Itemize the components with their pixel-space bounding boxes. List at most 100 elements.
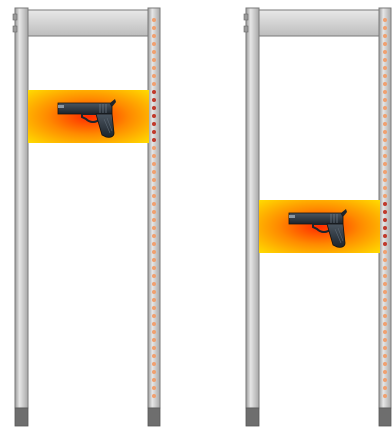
led-dot [383,306,387,310]
led-dot [383,194,387,198]
led-dot [383,266,387,270]
led-dot [152,50,156,54]
led-dot [152,202,156,206]
led-dot [152,218,156,222]
led-dot [383,242,387,246]
led-dot [383,354,387,358]
led-dot [152,82,156,86]
led-dot [383,290,387,294]
led-dot [383,146,387,150]
led-dot [383,362,387,366]
led-dot [383,90,387,94]
led-dot [152,18,156,22]
led-dot [383,298,387,302]
gate-left [13,8,160,426]
led-dot [383,122,387,126]
led-dot [383,394,387,398]
led-dot [152,138,156,142]
led-dot [152,66,156,70]
led-dot [152,146,156,150]
led-dot [383,378,387,382]
led-dot [152,346,156,350]
led-dot [383,170,387,174]
led-dot [152,154,156,158]
led-dot [152,306,156,310]
led-dot [383,258,387,262]
led-dot [383,50,387,54]
led-dot [152,186,156,190]
led-dot [152,178,156,182]
led-dot [152,362,156,366]
led-dot [152,378,156,382]
led-dot [152,234,156,238]
led-dot [152,274,156,278]
led-dot [383,234,387,238]
led-dot [152,34,156,38]
led-dot [152,106,156,110]
led-dot [383,138,387,142]
led-dot [383,202,387,206]
led-dot [152,386,156,390]
led-dot [383,58,387,62]
led-dot [152,266,156,270]
led-dot [152,322,156,326]
led-dot [383,210,387,214]
led-dot [383,370,387,374]
led-dot [152,26,156,30]
led-dot [152,162,156,166]
led-dot [152,130,156,134]
led-dot [152,370,156,374]
led-dot [152,74,156,78]
led-dot [383,34,387,38]
led-dot [152,114,156,118]
led-dot [152,298,156,302]
led-dot [383,386,387,390]
led-dot [383,162,387,166]
led-dot [152,354,156,358]
led-dot [152,290,156,294]
led-dot [383,178,387,182]
led-dot [383,26,387,30]
led-dot [152,122,156,126]
led-dot [383,338,387,342]
led-dot [383,274,387,278]
led-dot [383,322,387,326]
detection-zone [259,200,380,253]
led-dot [152,170,156,174]
led-dot [383,42,387,46]
led-dot [383,98,387,102]
led-dot [383,74,387,78]
led-dot [383,66,387,70]
led-dot [383,330,387,334]
led-dot [152,282,156,286]
led-dot [152,194,156,198]
gate-right [244,8,391,426]
led-dot [152,98,156,102]
led-dot [383,154,387,158]
led-dot [383,226,387,230]
led-dot [383,282,387,286]
led-dot [152,314,156,318]
led-dot [152,258,156,262]
led-dot [152,250,156,254]
led-dot [152,210,156,214]
led-dot [383,186,387,190]
led-dot [152,226,156,230]
led-dot [152,242,156,246]
led-dot [152,394,156,398]
led-dot [383,218,387,222]
detection-zone [28,90,149,143]
led-dot [383,314,387,318]
led-dot [383,106,387,110]
led-dot [383,18,387,22]
led-dot [383,250,387,254]
led-dot [383,82,387,86]
led-dot [383,114,387,118]
led-dot [383,346,387,350]
led-dot [152,338,156,342]
led-dot [152,330,156,334]
led-dot [152,90,156,94]
led-dot [152,58,156,62]
led-dot [383,130,387,134]
